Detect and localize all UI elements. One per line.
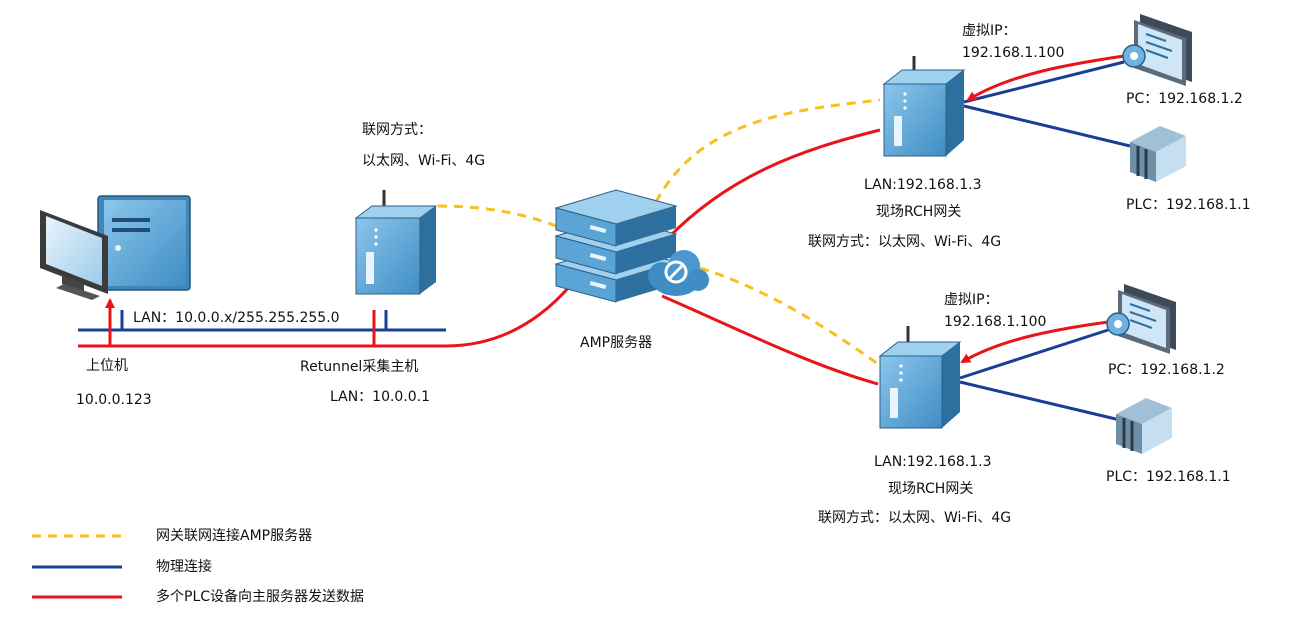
- collector-lan: LAN：10.0.0.1: [330, 389, 431, 405]
- legend-label-physical: 物理连接: [156, 559, 212, 575]
- legend-label-dashed: 网关联网连接AMP服务器: [156, 528, 313, 544]
- host-ip: 10.0.0.123: [76, 392, 152, 408]
- pc1-icon: [1122, 14, 1192, 86]
- gateway2-virtual-ip: 192.168.1.100: [944, 314, 1047, 330]
- blue-gw2-pc: [959, 328, 1109, 380]
- amp-server-icon: [554, 189, 709, 303]
- gateway2-virtual-ip-title: 虚拟IP：: [944, 292, 999, 308]
- gateway1-plc: PLC：192.168.1.1: [1126, 197, 1251, 213]
- connection-lines: [78, 54, 1131, 422]
- plc1-icon: [1130, 126, 1186, 182]
- legend-label-data: 多个PLC设备向主服务器发送数据: [156, 589, 365, 605]
- dashed-link-server-gateway2: [699, 266, 879, 366]
- red-pc-gw1-arrow: [966, 54, 1125, 102]
- gateway2-name: 现场RCH网关: [888, 481, 974, 497]
- red-data-line-lan: [78, 285, 572, 348]
- lan-segment-label: LAN：10.0.0.x/255.255.255.0: [133, 310, 340, 326]
- dashed-link-collector-server: [437, 204, 557, 228]
- legend-swatches: [32, 534, 122, 599]
- gateway1-connect: 联网方式：以太网、Wi-Fi、4G: [808, 234, 1002, 250]
- gateway1-lan: LAN:192.168.1.3: [864, 177, 982, 193]
- host-computer-icon: [40, 195, 191, 300]
- red-server-gateway1: [666, 128, 881, 240]
- pc2-icon: [1106, 284, 1176, 354]
- gateway1-device-icon: [882, 56, 966, 157]
- gateway2-plc: PLC：192.168.1.1: [1106, 469, 1231, 485]
- host-name: 上位机: [86, 358, 128, 374]
- red-pc-gw2-arrow: [960, 320, 1109, 364]
- server-name: AMP服务器: [580, 335, 653, 351]
- gateway1-name: 现场RCH网关: [876, 204, 962, 220]
- gateway2-lan: LAN:192.168.1.3: [874, 454, 992, 470]
- dashed-link-server-gateway1: [654, 98, 881, 203]
- collector-connect-methods: 以太网、Wi-Fi、4G: [362, 153, 486, 169]
- gateway1-virtual-ip: 192.168.1.100: [962, 45, 1065, 61]
- gateway1-virtual-ip-title: 虚拟IP：: [962, 23, 1017, 39]
- gateway1-pc: PC：192.168.1.2: [1126, 91, 1243, 107]
- plc2-icon: [1116, 398, 1172, 454]
- blue-gw2-plc: [959, 380, 1121, 422]
- red-server-gateway2: [661, 294, 879, 386]
- gateway2-connect: 联网方式：以太网、Wi-Fi、4G: [818, 510, 1012, 526]
- collector-connect-title: 联网方式：: [362, 122, 432, 138]
- gateway2-device-icon: [878, 326, 962, 429]
- collector-device-icon: [354, 190, 438, 295]
- blue-gw1-pc: [963, 60, 1125, 104]
- cloud-link-icon: [648, 250, 709, 296]
- blue-gw1-plc: [963, 104, 1131, 148]
- gateway2-pc: PC：192.168.1.2: [1108, 362, 1225, 378]
- collector-name: Retunnel采集主机: [300, 359, 419, 375]
